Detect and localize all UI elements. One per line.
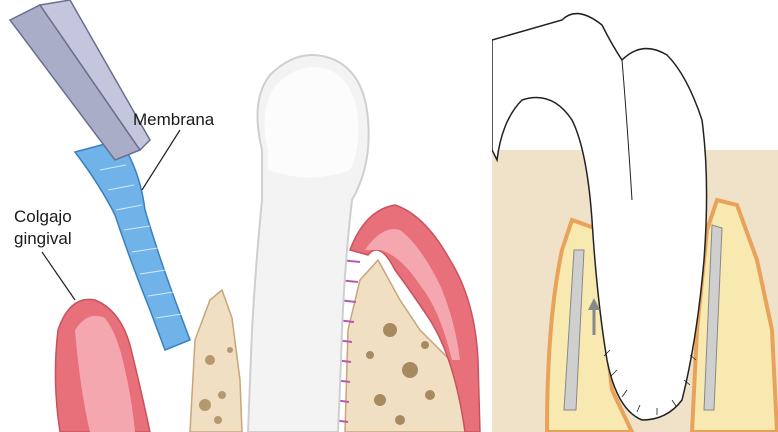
membrane-label: Membrana xyxy=(133,110,214,130)
flap-label-line1: Colgajo xyxy=(14,207,72,227)
left-membrane-illustration xyxy=(0,0,490,432)
right-regeneration-illustration xyxy=(492,0,778,432)
alveolar-bone-left xyxy=(190,290,242,432)
flap-label-line2: gingival xyxy=(14,229,72,249)
flap-leader-line xyxy=(42,252,75,300)
tooth-crown-shade xyxy=(264,67,358,177)
